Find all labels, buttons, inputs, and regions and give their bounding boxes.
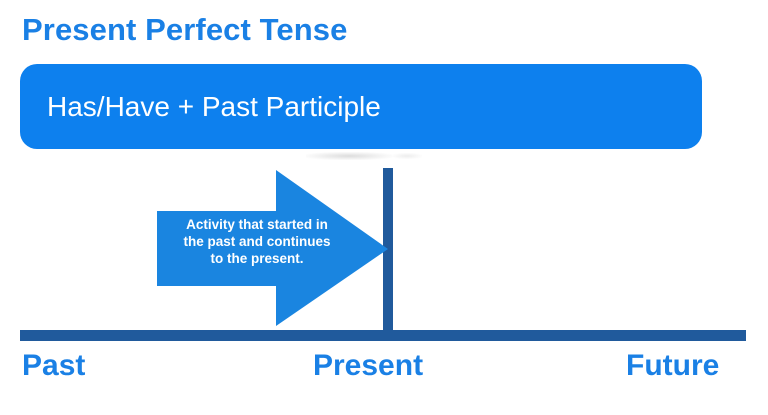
- timeline-axis: [20, 330, 746, 341]
- present-marker-line: [383, 168, 393, 335]
- formula-text: Has/Have + Past Participle: [47, 91, 381, 122]
- arrow-label-line-1: Activity that started in: [186, 217, 328, 232]
- duration-arrow-icon: [157, 168, 388, 328]
- page-title: Present Perfect Tense: [22, 12, 348, 47]
- arrow-label-line-3: to the present.: [210, 251, 304, 266]
- formula-banner: Has/Have + Past Participle: [20, 64, 702, 149]
- image-artifact-smudge: [306, 152, 392, 160]
- arrow-label-line-2: the past and continues: [183, 234, 331, 249]
- axis-label-future: Future: [626, 349, 720, 382]
- image-artifact-smudge-secondary: [392, 153, 422, 159]
- axis-label-past: Past: [22, 349, 86, 382]
- arrow-label: Activity that started in the past and co…: [161, 216, 353, 267]
- axis-label-present: Present: [313, 349, 424, 382]
